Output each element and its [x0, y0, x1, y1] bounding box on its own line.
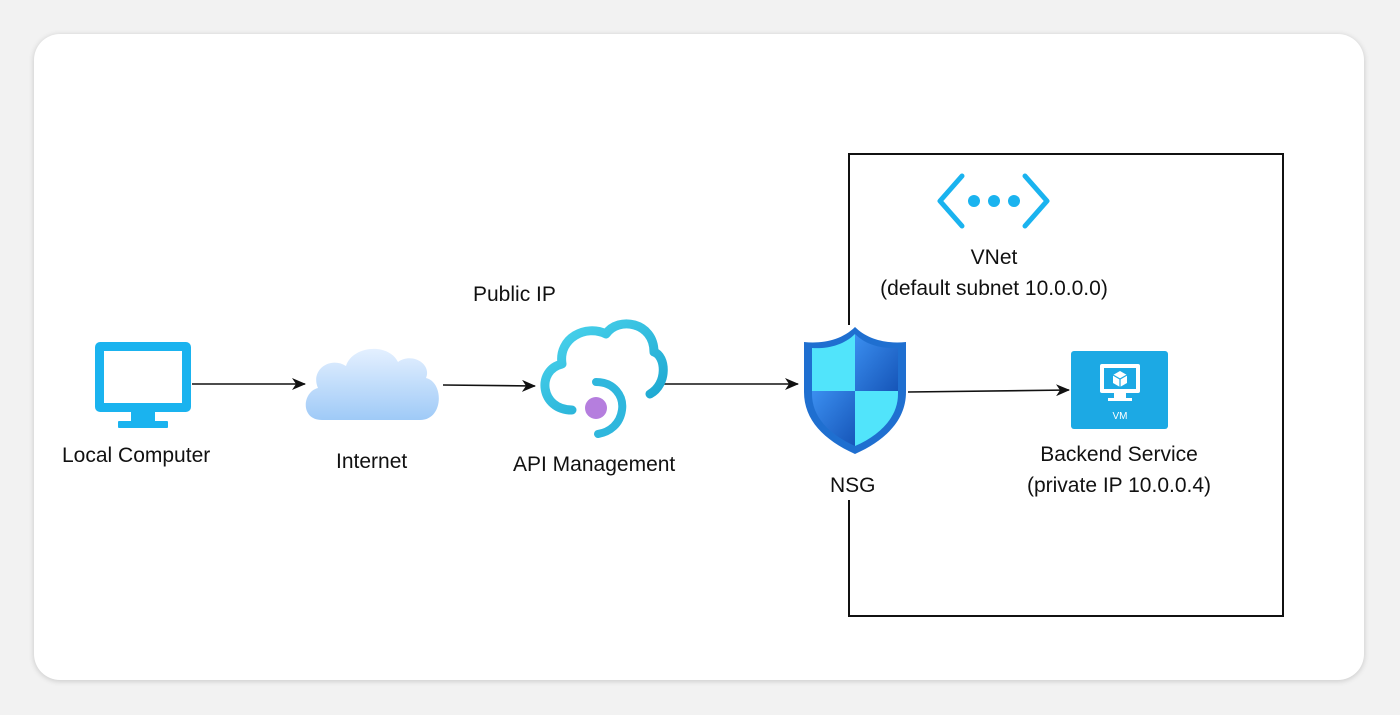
- edge-internet-to-apim: [442, 379, 536, 392]
- nsg-label: NSG: [830, 474, 876, 497]
- vnet-title: VNet: [970, 246, 1018, 269]
- api-management-label: API Management: [513, 453, 676, 476]
- monitor-icon: [95, 342, 191, 428]
- vnet-subnet: (default subnet 10.0.0.0): [880, 277, 1108, 300]
- vnet-boundary: [848, 153, 1284, 617]
- vm-badge-label: VM: [1113, 411, 1128, 422]
- internet-label: Internet: [336, 450, 408, 473]
- api-management-icon: [540, 319, 668, 438]
- edge-nsg-to-backend: [907, 384, 1070, 397]
- vm-icon: VM: [1071, 351, 1168, 429]
- vnet-label: VNet (default subnet 10.0.0.0): [860, 242, 1128, 304]
- public-ip-label: Public IP: [473, 283, 556, 306]
- backend-service-label: Backend Service (private IP 10.0.0.4): [1000, 439, 1238, 501]
- cloud-icon: [305, 348, 439, 420]
- shield-icon: [804, 327, 906, 454]
- backend-ip: (private IP 10.0.0.4): [1026, 474, 1212, 497]
- local-computer-label: Local Computer: [62, 444, 211, 467]
- backend-title: Backend Service: [1040, 443, 1198, 466]
- vnet-icon: [937, 173, 1050, 229]
